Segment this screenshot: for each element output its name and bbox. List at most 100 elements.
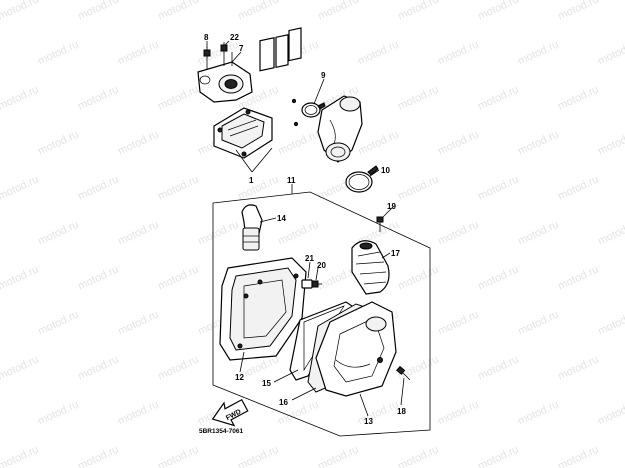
- callout-15: 15: [262, 379, 271, 388]
- watermark-text: motod.ru: [556, 83, 600, 112]
- watermark-text: motod.ru: [596, 218, 625, 247]
- hose-clamp-9: [301, 102, 326, 118]
- watermark-text: motod.ru: [156, 443, 200, 468]
- group-outline: [212, 191, 431, 437]
- leader-lines: [206, 40, 405, 417]
- screw-18: [396, 365, 411, 381]
- watermark-text: motod.ru: [116, 128, 160, 157]
- callout-8: 8: [204, 33, 209, 42]
- watermark-text: motod.ru: [0, 398, 1, 427]
- watermark-text: motod.ru: [36, 398, 80, 427]
- watermark-text: motod.ru: [236, 443, 280, 468]
- callout-13: 13: [364, 417, 373, 426]
- watermark-text: motod.ru: [36, 128, 80, 157]
- watermark-text: motod.ru: [76, 353, 120, 382]
- callout-18: 18: [397, 407, 406, 416]
- watermark-text: motod.ru: [156, 0, 200, 23]
- watermark-text: motod.ru: [0, 443, 41, 468]
- watermark-text: motod.ru: [356, 128, 400, 157]
- watermark-text: motod.ru: [0, 83, 41, 112]
- watermark-text: motod.ru: [476, 83, 520, 112]
- watermark-text: motod.ru: [116, 38, 160, 67]
- intake-joint: [317, 95, 363, 163]
- callout-7: 7: [239, 44, 244, 53]
- watermark-text: motod.ru: [156, 353, 200, 382]
- watermark-text: motod.ru: [596, 398, 625, 427]
- watermark-text: motod.ru: [556, 263, 600, 292]
- watermark-text: motod.ru: [276, 128, 320, 157]
- watermark-text: motod.ru: [196, 218, 240, 247]
- callout-10: 10: [381, 166, 390, 175]
- watermark-text: motod.ru: [0, 263, 41, 292]
- watermark-text: motod.ru: [396, 0, 440, 23]
- watermark-text: motod.ru: [516, 308, 560, 337]
- watermark-text: motod.ru: [356, 38, 400, 67]
- watermark-text: motod.ru: [516, 398, 560, 427]
- watermark-text: motod.ru: [396, 173, 440, 202]
- bolt-20-21: [301, 279, 322, 289]
- watermark-text: motod.ru: [436, 128, 480, 157]
- watermark-text: motod.ru: [436, 398, 480, 427]
- watermark-text: motod.ru: [556, 443, 600, 468]
- callout-21: 21: [305, 254, 314, 263]
- watermark-text: motod.ru: [476, 353, 520, 382]
- callout-12: 12: [235, 373, 244, 382]
- watermark-text: motod.ru: [156, 173, 200, 202]
- callout-16: 16: [279, 398, 288, 407]
- callout-22: 22: [230, 33, 239, 42]
- watermark-text: motod.ru: [236, 173, 280, 202]
- watermark-text: motod.ru: [556, 173, 600, 202]
- watermark-text: motod.ru: [76, 0, 120, 23]
- watermark-text: motod.ru: [0, 173, 41, 202]
- watermark-text: motod.ru: [556, 0, 600, 23]
- watermark-text: motod.ru: [436, 218, 480, 247]
- watermark-text: motod.ru: [476, 263, 520, 292]
- watermark-text: motod.ru: [76, 263, 120, 292]
- reed-gaskets: [259, 27, 302, 127]
- watermark-text: motod.ru: [436, 308, 480, 337]
- reed-valve-assembly: [213, 107, 273, 159]
- watermark-text: motod.ru: [116, 398, 160, 427]
- watermark-text: motod.ru: [396, 83, 440, 112]
- air-cleaner-cover-13: [315, 301, 397, 397]
- watermark-text: motod.ru: [0, 128, 1, 157]
- watermark-text: motod.ru: [0, 353, 41, 382]
- callout-20: 20: [317, 261, 326, 270]
- air-cleaner-case-12: [219, 257, 307, 361]
- watermark-text: motod.ru: [156, 83, 200, 112]
- watermark-text: motod.ru: [596, 128, 625, 157]
- callout-11: 11: [287, 176, 296, 185]
- watermark-text: motod.ru: [396, 353, 440, 382]
- watermark-text: motod.ru: [396, 443, 440, 468]
- watermark-text: motod.ru: [316, 0, 360, 23]
- watermark-text: motod.ru: [556, 353, 600, 382]
- watermark-text: motod.ru: [36, 308, 80, 337]
- callout-17: 17: [391, 249, 400, 258]
- watermark-text: motod.ru: [236, 0, 280, 23]
- watermark-text: motod.ru: [156, 263, 200, 292]
- watermark-text: motod.ru: [516, 38, 560, 67]
- callout-14: 14: [277, 214, 286, 223]
- watermark-text: motod.ru: [0, 218, 1, 247]
- watermark-text: motod.ru: [76, 443, 120, 468]
- watermark-text: motod.ru: [36, 218, 80, 247]
- watermark-text: motod.ru: [0, 308, 1, 337]
- watermark-text: motod.ru: [476, 0, 520, 23]
- callout-labels: 8 22 7 1 9 10 11 14 19 17 21 20 12 15 16…: [204, 33, 406, 426]
- watermark-text: motod.ru: [516, 218, 560, 247]
- watermark-text: motod.ru: [396, 263, 440, 292]
- callout-19: 19: [387, 202, 396, 211]
- watermark-text: motod.ru: [316, 443, 360, 468]
- watermark-text: motod.ru: [436, 38, 480, 67]
- watermark-text: motod.ru: [36, 38, 80, 67]
- callout-9: 9: [321, 71, 326, 80]
- diagram-code: 5BR1354-7061: [199, 428, 243, 435]
- watermark-text: motod.ru: [516, 128, 560, 157]
- hose-clamp-10: [345, 165, 379, 193]
- watermark-text: motod.ru: [76, 83, 120, 112]
- watermark-text: motod.ru: [596, 308, 625, 337]
- watermark-text: motod.ru: [476, 173, 520, 202]
- watermark-text: motod.ru: [76, 173, 120, 202]
